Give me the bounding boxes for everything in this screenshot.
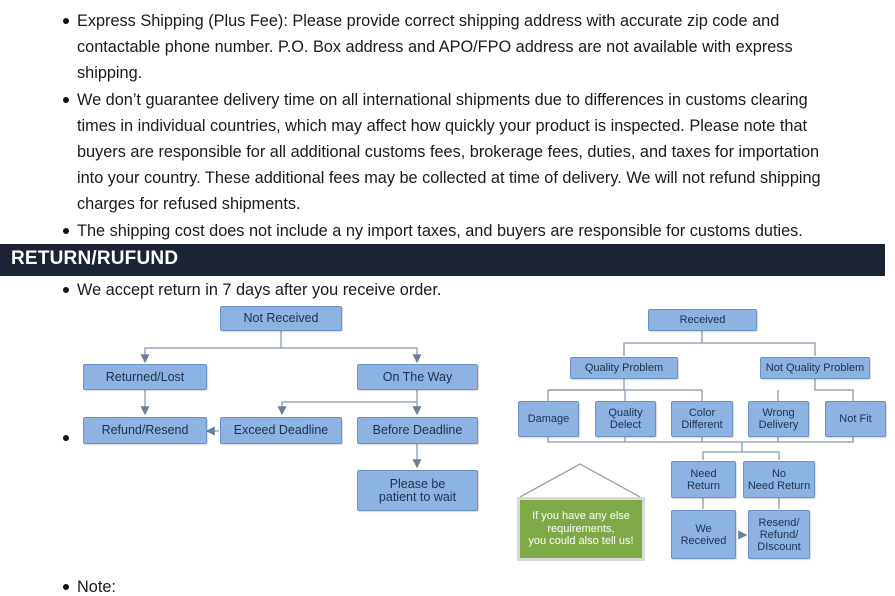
express-shipping-text: Express Shipping (Plus Fee): Please prov… [77, 8, 882, 86]
box-line: Need Return [747, 479, 811, 492]
bullet [63, 228, 69, 234]
requirements-note-box: If you have any else requirements, you c… [517, 497, 645, 561]
we-received-box: We Received [671, 510, 736, 559]
bullet [63, 435, 69, 441]
section-title: RETURN/RUFUND [11, 248, 179, 269]
not-received-box: Not Received [220, 306, 342, 331]
text-line: times in individual countries, which may… [77, 117, 808, 135]
quality-problem-box: Quality Problem [570, 357, 678, 379]
note-line: requirements, [547, 522, 615, 535]
box-line: Delect [609, 419, 642, 431]
text-line: Express Shipping (Plus Fee): Please prov… [77, 12, 780, 30]
bullet [63, 18, 69, 24]
text-line: contactable phone number. P.O. Box addre… [77, 38, 793, 56]
on-the-way-box: On The Way [357, 364, 478, 390]
box-line: DIscount [757, 540, 801, 553]
note-text: Note: [77, 578, 116, 596]
need-return-box: Need Return [671, 461, 736, 498]
wrong-delivery-box: Wrong Delivery [748, 401, 809, 437]
box-line: Delivery [758, 419, 799, 431]
box-line: Return [686, 479, 721, 492]
note-line: you could also tell us! [528, 535, 634, 548]
box-line: Refund/ [759, 528, 799, 541]
text-line: into your country. These additional fees… [77, 169, 821, 187]
taxes-text: The shipping cost does not include a ny … [77, 222, 803, 240]
bullet [63, 584, 69, 590]
bullet [63, 97, 69, 103]
color-different-box: Color Different [671, 401, 733, 437]
box-line: Quality [608, 407, 643, 419]
box-line: Received [680, 534, 727, 547]
note-line: If you have any else [532, 510, 630, 523]
box-line: We [695, 522, 712, 535]
box-line: Different [681, 419, 723, 431]
received-box: Received [648, 309, 757, 331]
returned-lost-box: Returned/Lost [83, 364, 207, 390]
bullet [63, 287, 69, 293]
box-line: No [771, 467, 787, 480]
text-line: buyers are responsible for all additiona… [77, 143, 820, 161]
box-line: Resend/ [758, 516, 800, 529]
text-line: shipping. [77, 64, 143, 82]
text-line: charges for refused shipments. [77, 195, 301, 213]
not-quality-problem-box: Not Quality Problem [760, 357, 870, 379]
box-line: Please be [389, 476, 446, 491]
international-shipping-text: We don’t guarantee delivery time on all … [77, 87, 882, 217]
resend-refund-discount-box: Resend/ Refund/ DIscount [748, 510, 810, 559]
box-line: Wrong [762, 407, 795, 419]
text-line: We don’t guarantee delivery time on all … [77, 91, 808, 109]
before-deadline-box: Before Deadline [357, 417, 478, 444]
damage-box: Damage [518, 401, 579, 437]
exceed-deadline-box: Exceed Deadline [220, 417, 342, 444]
patient-box: Please be patient to wait [357, 470, 478, 511]
section-header: RETURN/RUFUND [0, 244, 885, 276]
box-line: Color [688, 407, 716, 419]
no-need-return-box: No Need Return [743, 461, 815, 498]
refund-resend-box: Refund/Resend [83, 417, 207, 444]
box-line: Need [690, 467, 717, 480]
box-line: patient to wait [378, 489, 457, 504]
quality-defect-box: Quality Delect [595, 401, 656, 437]
not-fit-box: Not Fit [825, 401, 886, 437]
return-policy-text: We accept return in 7 days after you rec… [77, 281, 442, 299]
